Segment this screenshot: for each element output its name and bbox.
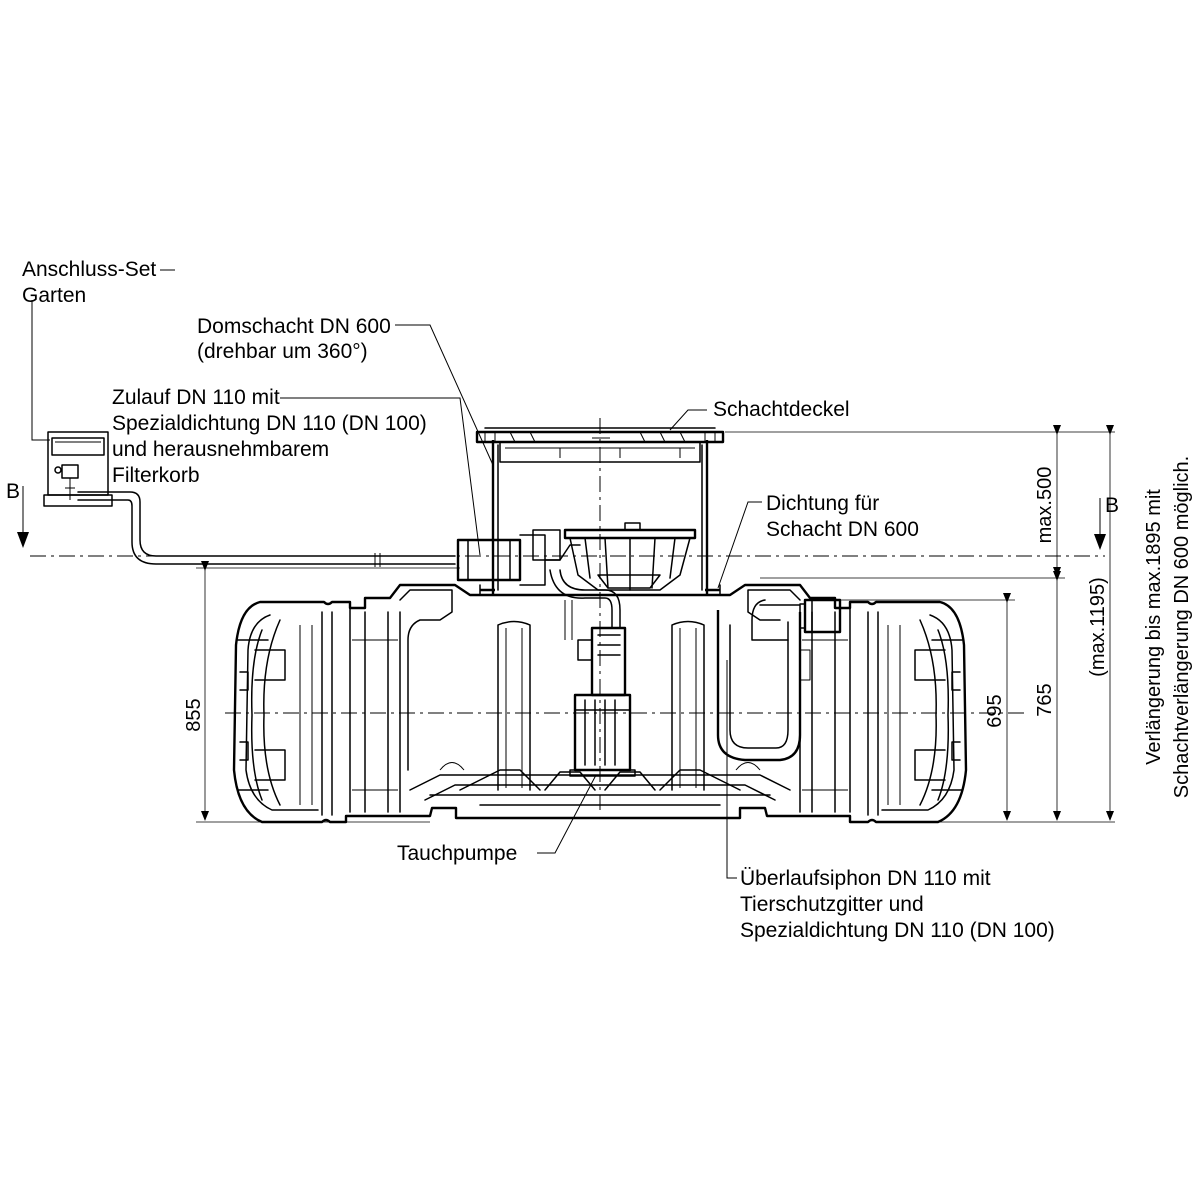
dim-max1195: (max.1195) bbox=[1087, 577, 1109, 677]
schachtdeckel-label: Schachtdeckel bbox=[713, 398, 850, 421]
tank-body bbox=[232, 583, 968, 824]
dim-695: 695 bbox=[984, 694, 1006, 727]
zulauf-label-4: Filterkorb bbox=[112, 464, 200, 487]
note-extension-line-1: Verlängerung bis max.1895 mit bbox=[1143, 489, 1165, 765]
dim-855: 855 bbox=[183, 698, 205, 731]
tauchpumpe-label: Tauchpumpe bbox=[397, 842, 517, 865]
note-extension-line-2: Schachtverlängerung DN 600 möglich. bbox=[1171, 456, 1193, 798]
callout-ueberlaufsiphon: Überlaufsiphon DN 110 mit Tierschutzgitt… bbox=[740, 867, 1055, 942]
svg-text:B: B bbox=[1105, 494, 1119, 517]
ueberlauf-label-1: Überlaufsiphon DN 110 mit bbox=[740, 867, 991, 890]
zulauf-label-1: Zulauf DN 110 mit bbox=[112, 386, 280, 409]
leader-lines bbox=[31, 269, 762, 879]
callout-zulauf: Zulauf DN 110 mit Spezialdichtung DN 110… bbox=[112, 386, 427, 487]
callout-schachtdeckel: Schachtdeckel bbox=[713, 398, 850, 421]
svg-text:B: B bbox=[6, 480, 20, 503]
callout-anschluss-set: Anschluss-Set Garten bbox=[22, 258, 156, 307]
dimension-lines bbox=[196, 425, 1115, 823]
dim-765: 765 bbox=[1034, 683, 1056, 716]
domschacht-label-1: Domschacht DN 600 bbox=[197, 315, 391, 338]
zulauf-label-2: Spezialdichtung DN 110 (DN 100) bbox=[112, 412, 427, 435]
section-mark-left: B bbox=[6, 480, 29, 548]
callout-dichtung: Dichtung für Schacht DN 600 bbox=[766, 492, 919, 541]
section-mark-right: B bbox=[1094, 494, 1119, 550]
center-lines bbox=[30, 418, 1105, 810]
zulauf-label-3: und herausnehmbarem bbox=[112, 438, 329, 461]
inlet-assembly bbox=[43, 431, 697, 640]
callout-domschacht: Domschacht DN 600 (drehbar um 360°) bbox=[197, 315, 391, 363]
ueberlauf-label-2: Tierschutzgitter und bbox=[740, 893, 924, 916]
dichtung-label-2: Schacht DN 600 bbox=[766, 518, 919, 541]
ueberlauf-label-3: Spezialdichtung DN 110 (DN 100) bbox=[740, 919, 1055, 942]
callout-tauchpumpe: Tauchpumpe bbox=[397, 842, 517, 865]
overflow-siphon bbox=[716, 598, 842, 762]
submersible-pump bbox=[569, 626, 636, 777]
anschluss-set-label-2: Garten bbox=[22, 284, 86, 307]
dim-max500: max.500 bbox=[1034, 467, 1056, 544]
dichtung-label-1: Dichtung für bbox=[766, 492, 879, 515]
dimension-labels: 855 695 765 max.500 (max.1195) Verlänger… bbox=[183, 456, 1193, 798]
domschacht-label-2: (drehbar um 360°) bbox=[197, 340, 368, 363]
anschluss-set-label-1: Anschluss-Set bbox=[22, 258, 156, 281]
